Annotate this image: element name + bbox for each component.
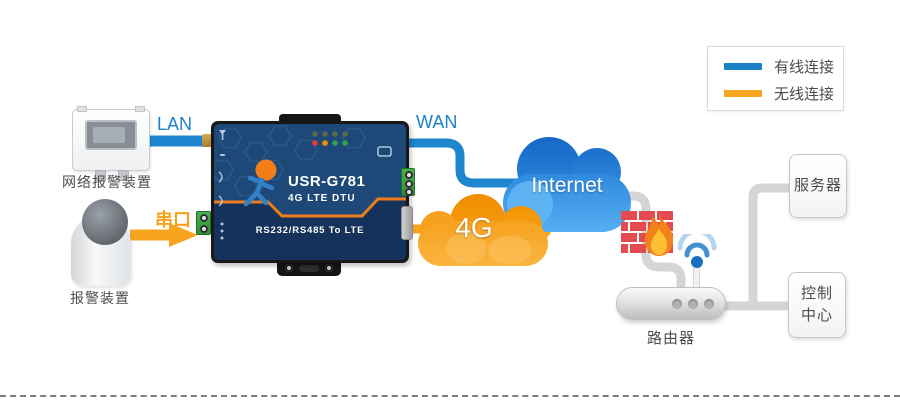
dashed-separator-line xyxy=(0,395,900,397)
dtu-subtitle-text: 4G LTE DTU xyxy=(288,193,356,204)
dtu-mount-tab-bottom xyxy=(277,261,341,276)
control-center-box: 控制 中心 xyxy=(788,272,846,338)
dtu-mount-tab-top xyxy=(279,114,341,123)
router-server-line xyxy=(748,183,797,309)
side-port-markings xyxy=(218,130,226,240)
alarm-sensor-dome xyxy=(82,199,128,245)
legend: 有线连接 无线连接 xyxy=(707,46,844,111)
lan-label: LAN xyxy=(157,114,193,134)
mount-slot-icon xyxy=(299,265,319,272)
sim-slot-icon xyxy=(377,146,392,157)
dtu-device: USR-G781 4G LTE DTU RS232/RS485 To LTE xyxy=(211,121,409,263)
wan-label: WAN xyxy=(416,112,458,132)
internet-cloud-label: Internet xyxy=(531,174,603,197)
terminal-block-icon xyxy=(196,211,211,235)
alarm-label: 报警装置 xyxy=(70,290,130,306)
antenna-connector-icon xyxy=(202,134,213,147)
terminal-block-icon xyxy=(401,168,415,196)
wired-legend-label: 有线连接 xyxy=(774,58,835,76)
wifi-signal-icon xyxy=(676,228,718,275)
control-center-label-line2: 中心 xyxy=(800,307,833,324)
dtu-caption-text: RS232/RS485 To LTE xyxy=(256,225,365,236)
mount-ear-icon xyxy=(77,106,87,112)
server-box: 服务器 xyxy=(789,154,847,218)
cellular-cloud-label: 4G xyxy=(455,212,493,243)
wired-line-swatch xyxy=(724,62,762,70)
usr-logo-icon xyxy=(243,159,277,207)
network-alarm-device-icon xyxy=(72,106,150,181)
device-screen xyxy=(85,120,137,150)
db9-serial-port-icon xyxy=(401,206,413,240)
screw-hole-icon xyxy=(285,264,293,272)
router-label: 路由器 xyxy=(646,330,695,347)
serial-label: 串口 xyxy=(155,210,191,230)
wireless-legend-label: 无线连接 xyxy=(774,85,835,103)
screw-hole-icon xyxy=(325,264,333,272)
wireless-line-swatch xyxy=(724,89,762,97)
dtu-model-text: USR-G781 xyxy=(288,173,365,190)
wan-line xyxy=(401,138,525,188)
device-leg xyxy=(95,170,106,181)
serial-arrow xyxy=(130,223,198,247)
led-indicators xyxy=(312,131,348,146)
mount-ear-icon xyxy=(135,106,145,112)
device-leg xyxy=(118,170,129,181)
internet-router-line xyxy=(607,191,686,299)
router-icon xyxy=(616,287,726,320)
dtu-faceplate: USR-G781 4G LTE DTU RS232/RS485 To LTE xyxy=(214,124,406,260)
cellular-4g-cloud: 4G xyxy=(418,194,548,266)
flame-icon xyxy=(639,213,679,262)
dtu-face-art: USR-G781 4G LTE DTU RS232/RS485 To LTE xyxy=(214,124,406,260)
legend-row-wired: 有线连接 xyxy=(724,57,835,76)
server-label: 服务器 xyxy=(793,176,842,194)
control-center-label-line1: 控制 xyxy=(800,284,833,302)
network-alarm-label: 网络报警装置 xyxy=(62,174,152,190)
legend-row-wireless: 无线连接 xyxy=(724,84,835,103)
